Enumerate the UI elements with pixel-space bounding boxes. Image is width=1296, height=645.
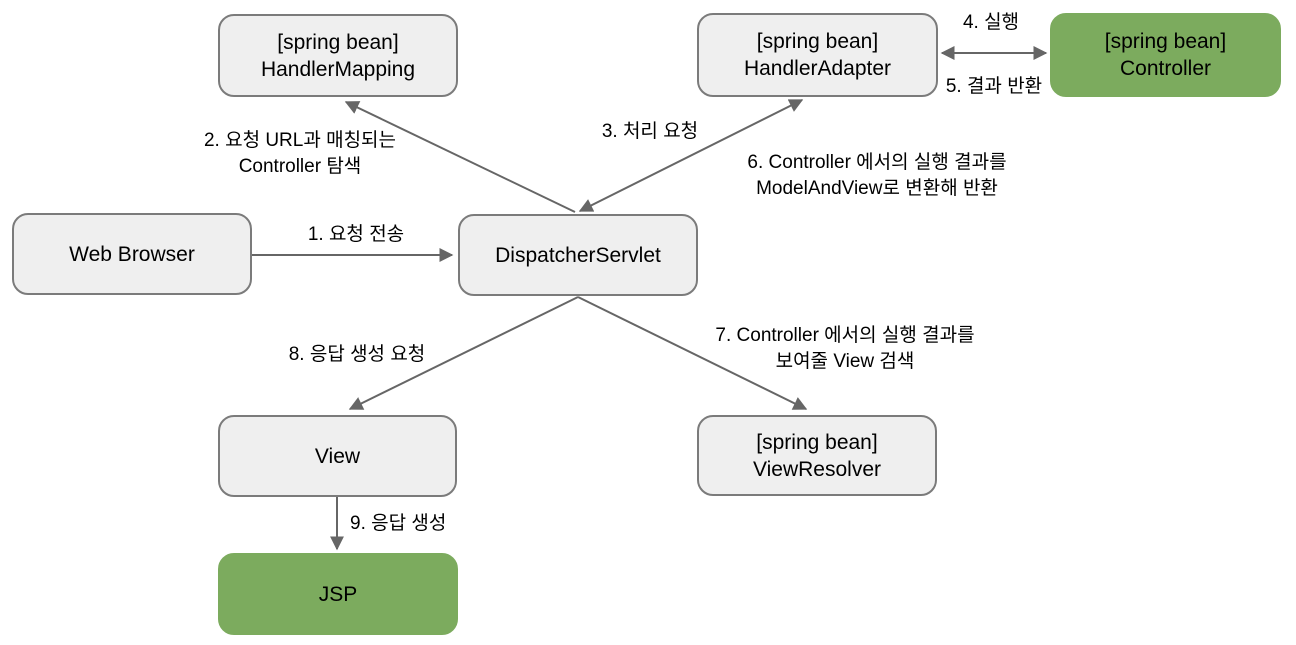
node-handler-adapter-tag: [spring bean] (756, 30, 879, 53)
node-handler-mapping-tag: [spring bean] (277, 30, 399, 54)
node-handler-adapter-label: HandlerAdapter (743, 57, 892, 80)
edge-label-4-execute: 4. 실행 (962, 12, 1020, 33)
edge-label-7-line2: 보여줄 View 검색 (775, 351, 915, 372)
edge-label-7-view-search: 7. Controller 에서의 실행 결과를 보여줄 View 검색 (683, 323, 1007, 375)
edge-label-7-line1: 7. Controller 에서의 실행 결과를 (715, 325, 975, 346)
node-view: View (218, 415, 457, 497)
edge-label-2-line1: 2. 요청 URL과 매칭되는 (203, 130, 397, 151)
node-view-resolver: [spring bean] ViewResolver (697, 415, 937, 496)
node-jsp: JSP (218, 553, 458, 635)
edge-label-9-response-create: 9. 응답 생성 (350, 513, 447, 534)
node-handler-mapping: [spring bean] HandlerMapping (218, 14, 458, 97)
node-view-resolver-label: ViewResolver (753, 457, 881, 481)
arrow-3-6-handler-adapter-roundtrip (578, 99, 804, 212)
node-jsp-label: JSP (318, 582, 358, 606)
node-view-label: View (314, 444, 361, 468)
node-controller-label: Controller (1119, 57, 1212, 80)
node-handler-adapter: [spring bean] HandlerAdapter (697, 13, 938, 97)
node-web-browser: Web Browser (12, 213, 252, 295)
node-controller: [spring bean] Controller (1050, 13, 1281, 97)
arrow-2-handler-mapping-search (344, 101, 576, 213)
node-dispatcher-servlet-label: DispatcherServlet (495, 243, 661, 267)
arrow-8-response-create-request (348, 296, 579, 410)
edge-label-2-controller-search: 2. 요청 URL과 매칭되는 Controller 탐색 (180, 128, 420, 180)
edge-label-6-line2: ModelAndView로 변환해 반환 (756, 178, 998, 199)
node-view-resolver-tag: [spring bean] (756, 430, 878, 454)
node-controller-tag: [spring bean] (1104, 30, 1227, 53)
edge-label-6-modelandview-return: 6. Controller 에서의 실행 결과를 ModelAndView로 변… (715, 150, 1039, 202)
edge-label-1-request-send: 1. 요청 전송 (307, 224, 405, 245)
edge-label-5-result-return: 5. 결과 반환 (945, 76, 1043, 97)
edge-label-3-process-request: 3. 처리 요청 (601, 121, 699, 142)
edge-label-2-line2: Controller 탐색 (238, 156, 362, 177)
node-dispatcher-servlet: DispatcherServlet (458, 214, 698, 296)
edge-label-8-response-create-request: 8. 응답 생성 요청 (288, 344, 426, 365)
node-handler-mapping-label: HandlerMapping (260, 57, 416, 81)
arrow-7-view-resolver-search (577, 296, 808, 410)
node-web-browser-label: Web Browser (69, 242, 195, 266)
edge-label-6-line1: 6. Controller 에서의 실행 결과를 (747, 152, 1007, 173)
